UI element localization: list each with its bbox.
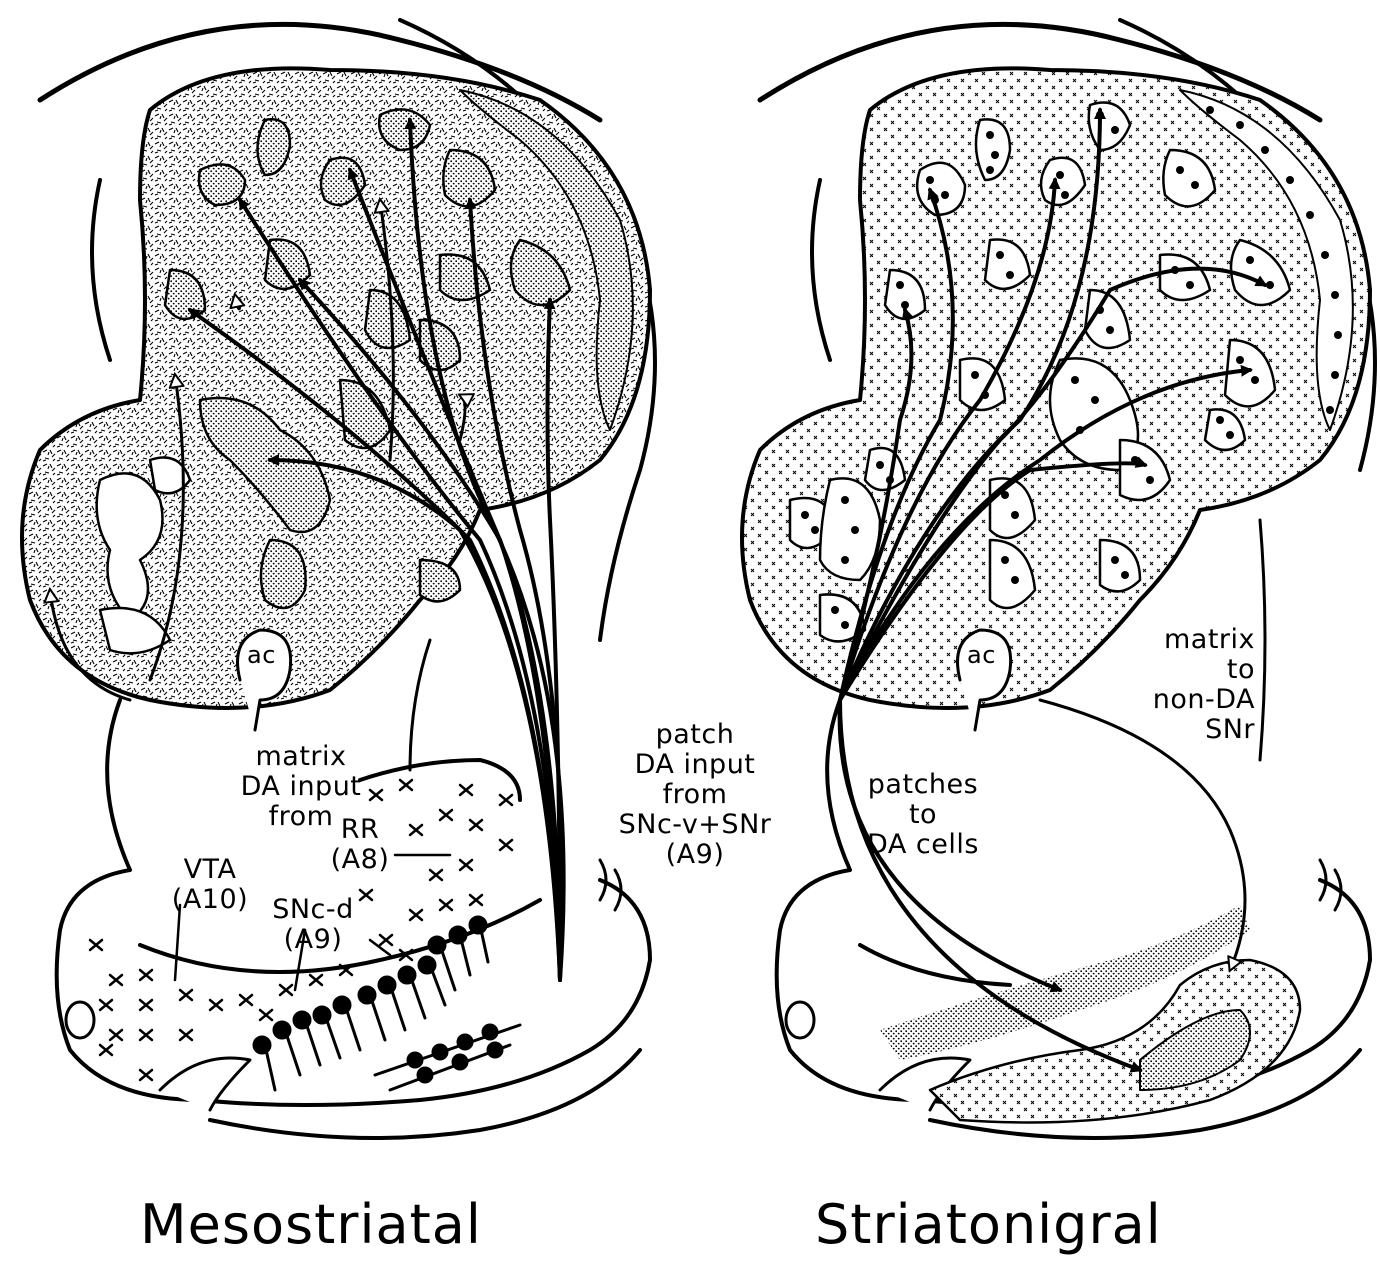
snr-neurons xyxy=(375,1025,520,1090)
patch-input-label: patch DA input from SNc-v+SNr (A9) xyxy=(595,720,795,870)
snc-arc-r xyxy=(860,945,1010,985)
mesostriatal-panel xyxy=(22,20,655,1138)
fasciculus-circle-r xyxy=(786,1002,814,1038)
matrix-to-label: matrix to non-DA SNr xyxy=(1095,625,1255,745)
capsule-outline xyxy=(92,180,110,360)
ac-label: ac xyxy=(247,640,276,670)
striatonigral-title: Striatonigral xyxy=(815,1195,1162,1255)
fasciculus-circle xyxy=(66,1002,94,1038)
vta-label: VTA (A10) xyxy=(150,855,270,915)
ventral-outline xyxy=(210,1050,640,1138)
vertical-fiber-left xyxy=(410,640,430,770)
ac-label-r: ac xyxy=(967,640,996,670)
rr-label: RR (A8) xyxy=(320,815,400,875)
rr-boundary xyxy=(360,760,520,800)
mesostriatal-title: Mesostriatal xyxy=(140,1195,482,1255)
patches-to-label: patches to DA cells xyxy=(848,770,998,860)
striatonigral-panel xyxy=(742,20,1375,1138)
capsule-outline-r xyxy=(812,180,830,360)
snc-d-label: SNc-d (A9) xyxy=(258,895,368,955)
